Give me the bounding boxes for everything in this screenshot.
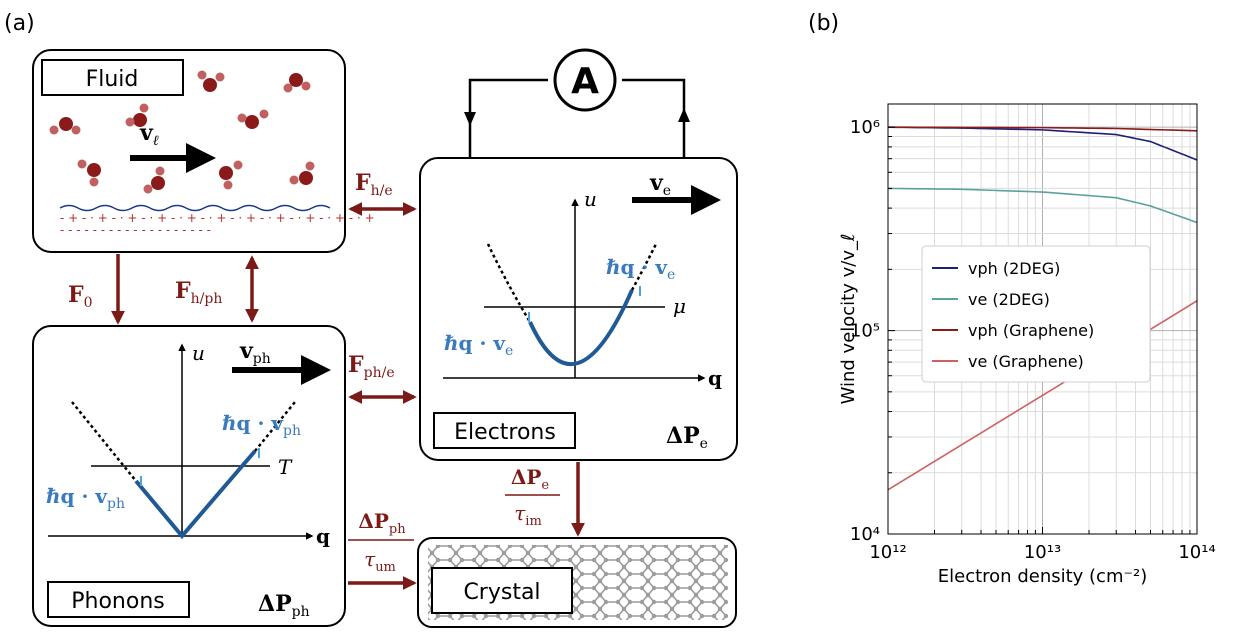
electron-delta-p: ΔPe: [666, 423, 708, 452]
panel-label-b: (b): [808, 11, 839, 36]
fluid-velocity-label: vℓ: [139, 120, 159, 149]
fphe-label: Fph/e: [348, 352, 395, 381]
y-tick-label: 10⁴: [850, 524, 880, 545]
electrons-label: Electrons: [454, 420, 556, 445]
fhe-label: Fh/e: [355, 170, 393, 199]
fluid-interface-line: [59, 204, 331, 212]
phonon-upper-label: ℏq · vph: [222, 411, 301, 439]
crystal-label: Crystal: [463, 580, 540, 605]
electron-dispersion-curve: [528, 289, 634, 366]
temperature-label: T: [278, 455, 293, 479]
phonon-velocity-label: vph: [239, 338, 271, 367]
x-tick-label: 10¹³: [1024, 542, 1061, 563]
panel-label-a: (a): [4, 11, 35, 36]
phonon-dispersion-curve: [134, 449, 257, 540]
phonons-label: Phonons: [71, 589, 164, 614]
ammeter-circuit: A: [464, 48, 690, 158]
electron-q-label: q: [708, 366, 722, 390]
electron-lower-label: ℏq · ve: [444, 331, 513, 359]
phonons-label-box: [47, 581, 190, 618]
mu-label: μ: [673, 294, 686, 318]
crystal-box: Crystal: [417, 537, 737, 628]
fluid-label: Fluid: [86, 67, 139, 92]
chart-series: [887, 126, 1198, 491]
crystal-label-box: [431, 567, 573, 614]
relax-e-numerator: ΔPe: [511, 465, 550, 493]
fhph-label: Fh/ph: [175, 278, 222, 307]
phonon-delta-p: ΔPph: [258, 591, 310, 620]
wind-velocity-chart: 10¹² 10¹³ 10¹⁴ 10⁴ 10⁵ 10⁶ Electron density (…: [838, 103, 1216, 587]
phonon-u-label: u: [192, 341, 205, 365]
electron-u-label: u: [584, 187, 597, 211]
phonon-q-label: q: [316, 524, 330, 548]
y-tick-label: 10⁵: [850, 321, 880, 342]
force-arrows: F0 Fh/ph Fh/e Fph/e ΔPe τim ΔPph τum: [68, 170, 585, 590]
phonon-dispersion-dotted-left: [71, 401, 137, 482]
interface-charges: - + - · + - · + - · + - · + - · + - · + …: [60, 211, 375, 225]
water-molecules: [49, 70, 315, 194]
y-tick-label: 10⁶: [850, 117, 880, 138]
chart-legend: vph (2DEG) ve (2DEG) vph (Graphene) ve (Gra…: [921, 245, 1151, 383]
interface-charges-2: - - - - - - - - - - - - - - - - - - -: [60, 223, 211, 237]
fluid-label-box: [41, 59, 184, 96]
fluid-box: Fluid vℓ - + - · + - · + - · + - · + - ·…: [32, 49, 375, 253]
series-line: [887, 126, 1198, 132]
chart-y-axis-label: Wind velocity v/v_ℓ: [838, 234, 859, 405]
ammeter-icon: [553, 48, 617, 112]
legend-entry: vph (2DEG): [968, 259, 1060, 278]
legend-entry: vph (Graphene): [968, 321, 1094, 340]
relax-e-denominator: τim: [514, 501, 542, 529]
phonons-box: vph u q T ℏq · vph ℏq · vph Phonons ΔPph: [32, 325, 346, 627]
phonon-lower-label: ℏq · vph: [46, 484, 125, 512]
electron-velocity-label: ve: [649, 170, 671, 199]
f0-label: F0: [68, 282, 93, 311]
legend-entry: ve (2DEG): [968, 290, 1050, 309]
phonon-dispersion-dotted-right: [254, 401, 296, 452]
legend-box: [921, 245, 1151, 383]
electron-upper-label: ℏq · ve: [606, 255, 675, 283]
relax-ph-numerator: ΔPph: [358, 509, 406, 537]
legend-entry: ve (Graphene): [968, 352, 1084, 371]
chart-x-axis-label: Electron density (cm⁻²): [938, 566, 1147, 587]
x-tick-label: 10¹⁴: [1178, 542, 1215, 563]
series-line: [887, 187, 1198, 224]
electron-dispersion-dotted-left: [486, 243, 532, 323]
x-tick-label: 10¹²: [869, 542, 906, 563]
electrons-label-box: [433, 412, 576, 449]
chart-ticks: 10¹² 10¹³ 10¹⁴ 10⁴ 10⁵ 10⁶: [850, 117, 1216, 563]
electron-dispersion-dotted-right: [630, 243, 658, 291]
relax-ph-denominator: τum: [364, 547, 396, 575]
electrons-box: ve u q μ ℏq · ve ℏq · ve Electrons ΔPe: [419, 157, 738, 461]
ammeter-label: A: [571, 61, 599, 102]
